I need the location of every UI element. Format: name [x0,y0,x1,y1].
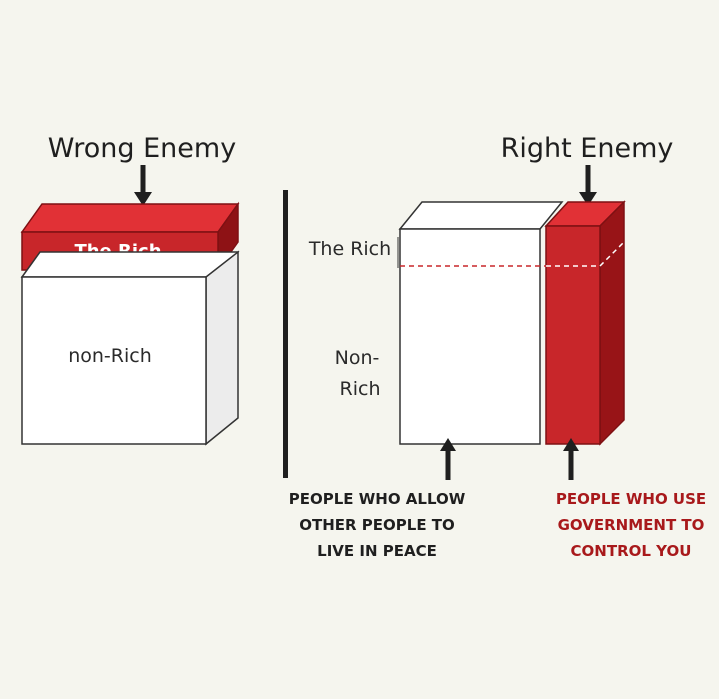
caption-left-line1: PEOPLE WHO ALLOW [289,490,466,508]
right-nonrich-label-line2: Rich [340,378,381,400]
left-title-arrow [134,165,152,206]
right-red-column [544,200,626,446]
right-rich-label: The Rich [308,238,391,260]
right-caption-arrow [563,438,579,480]
caption-peaceful-people: PEOPLE WHO ALLOW OTHER PEOPLE TO LIVE IN… [289,490,466,560]
caption-government-users: PEOPLE WHO USE GOVERNMENT TO CONTROL YOU [556,490,706,560]
left-title: Wrong Enemy [48,133,236,164]
left-panel: Wrong Enemy The Rich non-Rich [20,133,240,446]
caption-left-line3: LIVE IN PEACE [317,542,437,560]
center-divider [283,190,288,478]
left-caption-arrow [440,438,456,480]
caption-left-line2: OTHER PEOPLE TO [299,516,455,534]
right-title-arrow [579,165,597,206]
caption-right-line3: CONTROL YOU [571,542,692,560]
right-nonrich-label-line1: Non- [335,347,380,369]
right-dashed-divider [400,241,625,267]
caption-right-line1: PEOPLE WHO USE [556,490,706,508]
right-white-box [398,201,564,445]
left-nonrich-label: non-Rich [68,345,152,367]
left-nonrich-box: non-Rich [20,250,240,446]
caption-right-line2: GOVERNMENT TO [558,516,705,534]
right-title: Right Enemy [501,133,674,164]
right-panel: Right Enemy The Rich Non- Rich [289,133,706,560]
